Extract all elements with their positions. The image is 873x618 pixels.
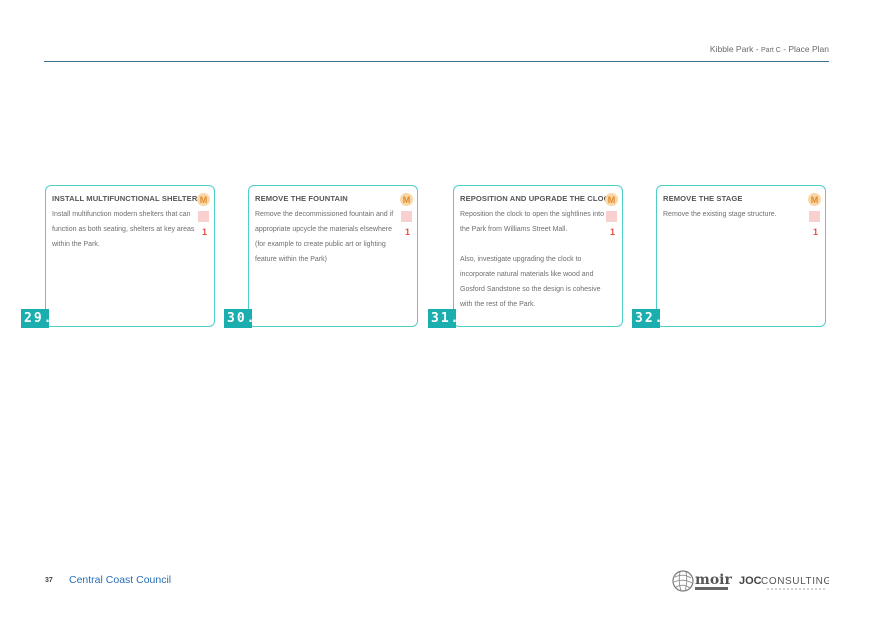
header-title-main: Kibble Park - [709,44,761,54]
card-title: Reposition and upgrade the clock [460,194,615,203]
moir-logo: moir [672,569,732,600]
card-body-paragraph: Also, investigate upgrading the clock to… [460,256,601,308]
cost-indicator-square [198,211,209,222]
priority-number: 1 [609,227,615,237]
timeframe-badge: M [808,193,821,206]
card-number-tab: 32. [632,309,662,328]
card-title: Remove the fountain [255,194,348,203]
card-body-paragraph: Remove the existing stage structure. [663,211,777,218]
council-name: Central Coast Council [69,574,172,586]
card-body-paragraph: Reposition the clock to open the sightli… [460,211,604,233]
timeframe-badge: M [197,193,210,206]
page-number: 37 [45,577,53,584]
cost-indicator-square [809,211,820,222]
header-title-part: Part C [760,47,781,54]
cost-indicator-square [401,211,412,222]
card-title: Install multifunctional shelters [52,194,203,203]
moir-logo-text: moir [695,572,732,588]
priority-number: 1 [812,227,818,237]
card-number-tab: 30. [224,309,254,328]
card-body-paragraph: Remove the decommissioned fountain and i… [255,211,394,263]
header-title-rest: - Place Plan [780,44,829,54]
card-number-tab: 29. [21,309,51,328]
joc-logo-text: JOC [739,575,762,587]
action-card-29: Install multifunctional shelters Install… [45,185,215,327]
action-card-32: Remove the stage Remove the existing sta… [656,185,826,327]
action-card-30: Remove the fountain Remove the decommiss… [248,185,418,327]
timeframe-badge: M [400,193,413,206]
cost-indicator-square [606,211,617,222]
card-body: Reposition the clock to open the sightli… [460,207,604,312]
consulting-logo-text: CONSULTING [761,576,829,587]
priority-number: 1 [404,227,410,237]
action-card-31: Reposition and upgrade the clock Reposit… [453,185,623,327]
card-body: Remove the existing stage structure. [663,207,807,222]
card-title: Remove the stage [663,194,743,203]
document-header-title: Kibble Park - Part C - Place Plan [710,44,829,54]
card-body: Install multifunction modern shelters th… [52,207,196,252]
timeframe-badge: M [605,193,618,206]
priority-number: 1 [201,227,207,237]
card-number-tab: 31. [428,309,458,328]
card-body-paragraph: Install multifunction modern shelters th… [52,211,195,248]
header-divider [44,61,829,62]
card-body: Remove the decommissioned fountain and i… [255,207,399,267]
joc-consulting-logo: JOC CONSULTING [739,572,831,597]
